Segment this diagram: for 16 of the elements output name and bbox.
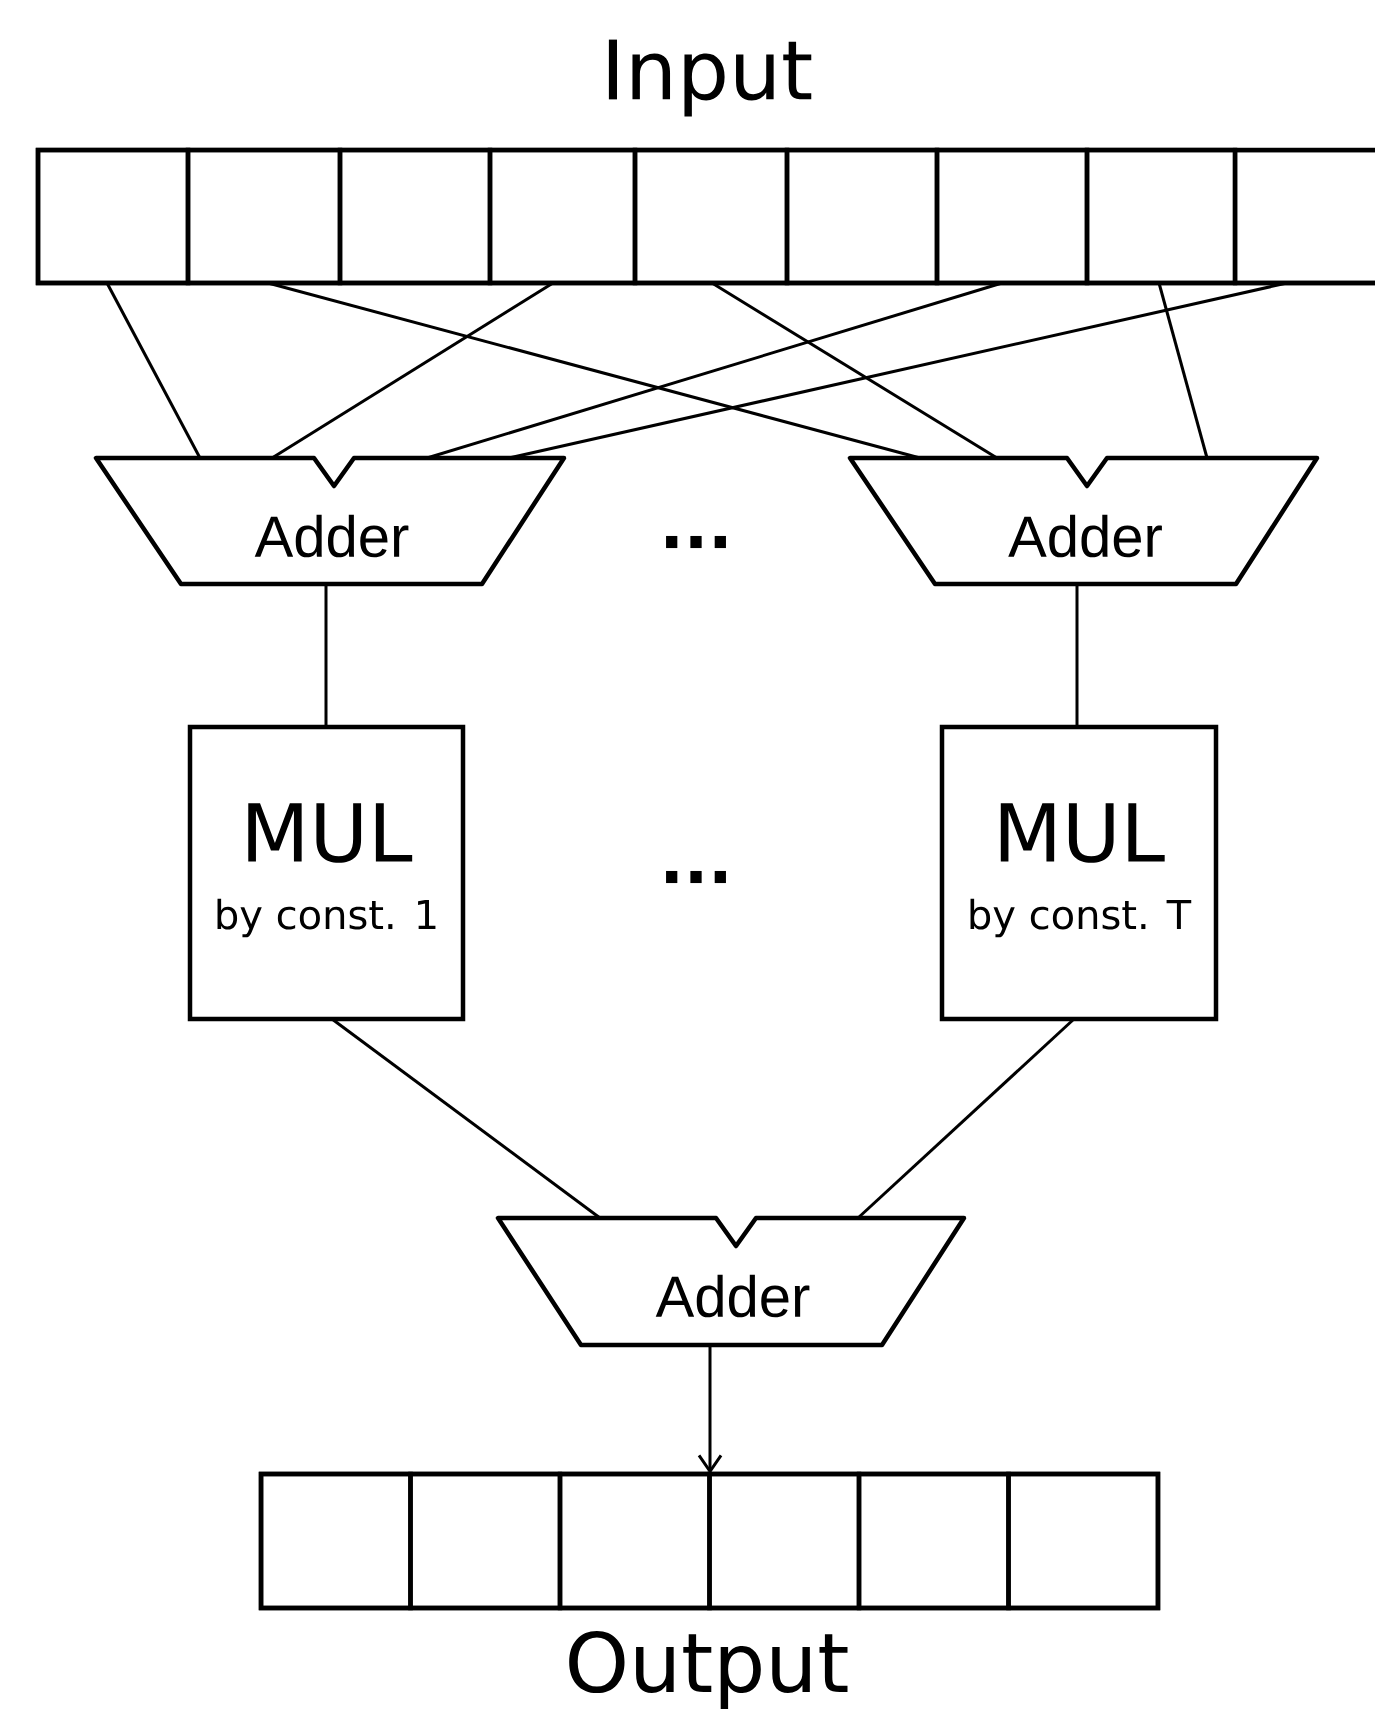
node-label: Input	[608, 39, 812, 117]
ellipsis: ...	[666, 535, 726, 549]
connector-line	[1157, 282, 1209, 459]
connector-line	[105, 282, 202, 459]
ellipsis: ...	[666, 870, 726, 884]
array-cell	[1006, 1471, 1161, 1611]
connector-line	[324, 584, 328, 727]
connector-line	[1075, 584, 1079, 727]
adder-trapezoid: Adder	[93, 455, 567, 587]
connector-line	[697, 1345, 723, 1474]
array-cell	[1232, 147, 1375, 286]
multiplier-box: MUL by const. T	[939, 724, 1219, 1022]
node-label: Output	[569, 1631, 848, 1709]
multiplier-box: MUL by const. 1	[187, 724, 466, 1022]
adder-trapezoid: Adder	[495, 1215, 967, 1348]
adder-trapezoid: Adder	[847, 455, 1320, 587]
